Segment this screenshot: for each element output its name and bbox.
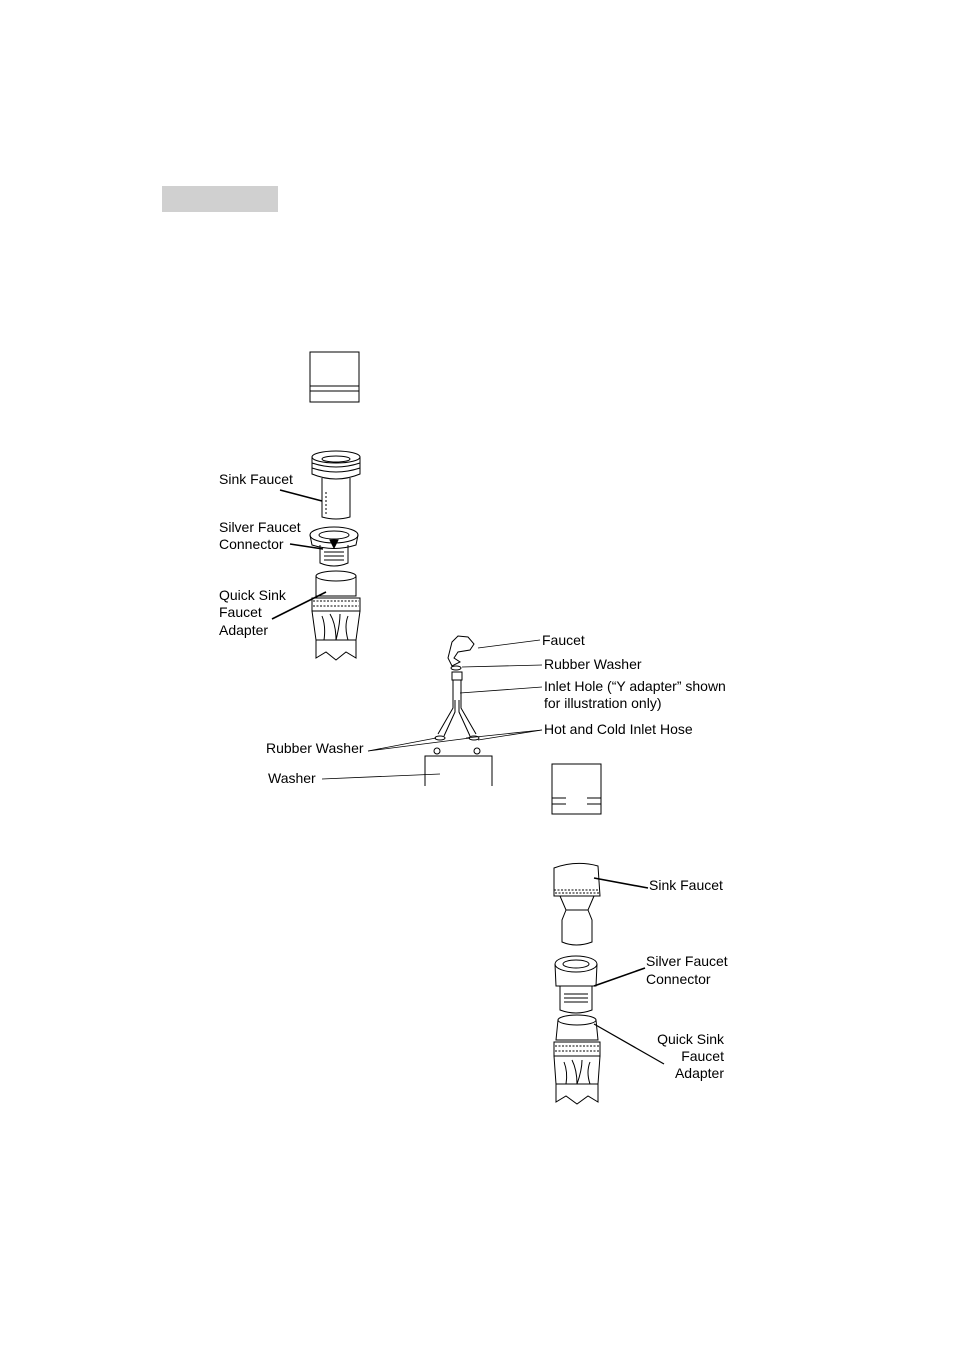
label-bottom-quick-adapter-line2: Faucet (681, 1048, 724, 1064)
label-washer: Washer (268, 770, 316, 786)
leader-rubber-washer-left-1 (367, 737, 437, 752)
leader-hose-2 (477, 729, 543, 741)
label-faucet: Faucet (542, 632, 585, 648)
label-hot-cold-hose: Hot and Cold Inlet Hose (544, 721, 693, 737)
note-box-icon-bottom (551, 763, 602, 815)
leader-rubber-washer-right (461, 664, 543, 668)
leader-bottom-silver-connector (593, 967, 646, 987)
section-header-bar (162, 186, 278, 212)
washer-machine-drawing (424, 747, 493, 786)
label-inlet-hole-line2: for illustration only) (544, 695, 662, 711)
label-top-quick-adapter-line2: Faucet (219, 604, 262, 620)
label-rubber-washer-right: Rubber Washer (544, 656, 642, 672)
label-top-silver-connector-line1: Silver Faucet (219, 519, 301, 535)
label-top-quick-adapter-line1: Quick Sink (219, 587, 286, 603)
label-bottom-silver-connector-line1: Silver Faucet (646, 953, 728, 969)
bottom-sink-faucet-drawing (553, 862, 601, 946)
label-bottom-quick-adapter-line1: Quick Sink (657, 1031, 724, 1047)
leader-top-sink-faucet (279, 489, 323, 502)
leader-inlet-hole (459, 686, 543, 694)
label-bottom-quick-adapter-line3: Adapter (674, 1065, 724, 1081)
label-top-quick-adapter-line3: Adapter (219, 622, 269, 638)
top-sink-faucet-drawing (311, 450, 361, 520)
leader-hose-1 (465, 729, 543, 739)
leader-top-quick-adapter (271, 591, 327, 620)
leader-faucet (477, 639, 541, 649)
leader-bottom-sink-faucet (593, 877, 649, 889)
label-inlet-hole-line1: Inlet Hole (“Y adapter” shown (544, 678, 726, 694)
label-top-silver-connector-line2: Connector (219, 536, 284, 552)
bottom-silver-connector-drawing (554, 955, 598, 1014)
label-top-sink-faucet: Sink Faucet (219, 471, 293, 487)
y-adapter-drawing (434, 671, 480, 741)
note-box-icon-top (309, 351, 360, 403)
leader-rubber-washer-left-2 (367, 737, 471, 752)
top-silver-connector-drawing (309, 526, 359, 567)
leader-washer (321, 773, 441, 780)
label-bottom-sink-faucet: Sink Faucet (649, 877, 723, 893)
label-bottom-silver-connector-line2: Connector (646, 971, 711, 987)
label-rubber-washer-left: Rubber Washer (266, 740, 364, 756)
bottom-quick-adapter-drawing (553, 1014, 601, 1105)
leader-bottom-quick-adapter (593, 1023, 665, 1065)
top-quick-adapter-drawing (311, 570, 361, 661)
leader-top-silver-connector (289, 543, 324, 550)
faucet-drawing (447, 635, 475, 671)
